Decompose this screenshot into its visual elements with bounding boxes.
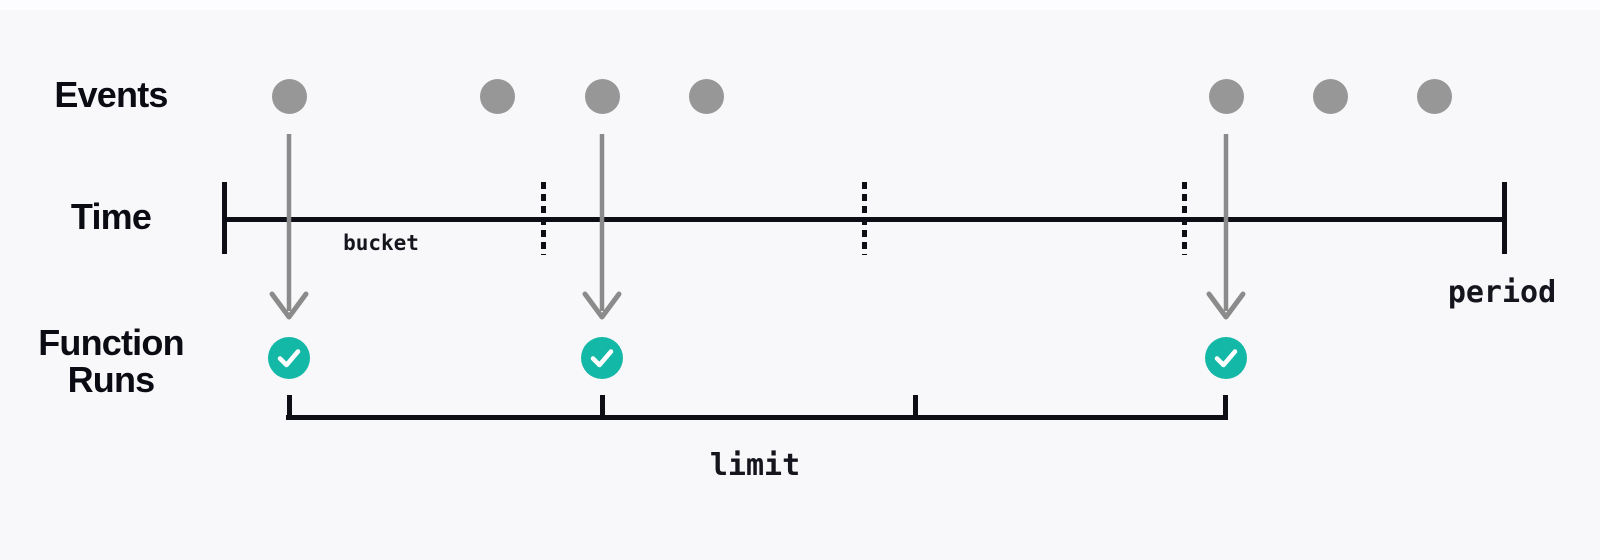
event-dot bbox=[271, 78, 307, 114]
event-dot bbox=[1208, 78, 1244, 114]
timeline-end-cap bbox=[1501, 182, 1507, 254]
event-dot bbox=[584, 78, 620, 114]
limit-bracket-tick bbox=[912, 395, 918, 420]
limit-bracket-line bbox=[286, 415, 1227, 420]
function-run-check-badge bbox=[268, 337, 310, 379]
function-runs-label-line2: Runs bbox=[67, 359, 156, 400]
function-runs-label-line1: Function bbox=[38, 322, 184, 363]
arrow-down-icon bbox=[269, 134, 309, 320]
arrow-down-icon bbox=[1206, 134, 1246, 320]
check-icon bbox=[590, 349, 614, 368]
function-run-check-badge bbox=[1205, 337, 1247, 379]
check-icon bbox=[277, 349, 301, 368]
bucket-divider-dashed-line bbox=[861, 182, 867, 255]
top-edge bbox=[0, 0, 1600, 10]
event-dot bbox=[688, 78, 724, 114]
arrow-down-icon bbox=[582, 134, 622, 320]
event-dot bbox=[1416, 78, 1452, 114]
limit-label: limit bbox=[709, 448, 801, 483]
bucket-divider-dashed-line bbox=[540, 182, 546, 255]
limit-bracket-tick bbox=[286, 395, 292, 420]
event-dot bbox=[479, 78, 515, 114]
period-label: period bbox=[1447, 275, 1557, 310]
bucket-divider-dashed-line bbox=[1181, 182, 1187, 255]
timeline-end-cap bbox=[221, 182, 227, 254]
bucket-label: bucket bbox=[343, 231, 419, 255]
function-run-check-badge bbox=[581, 337, 623, 379]
event-dot bbox=[1312, 78, 1348, 114]
time-row-label: Time bbox=[70, 196, 152, 237]
events-row-label: Events bbox=[54, 74, 168, 115]
function-runs-row-label: Function Runs bbox=[0, 324, 222, 398]
check-icon bbox=[1214, 349, 1238, 368]
limit-bracket-tick bbox=[1222, 395, 1228, 420]
limit-bracket-tick bbox=[599, 395, 605, 420]
